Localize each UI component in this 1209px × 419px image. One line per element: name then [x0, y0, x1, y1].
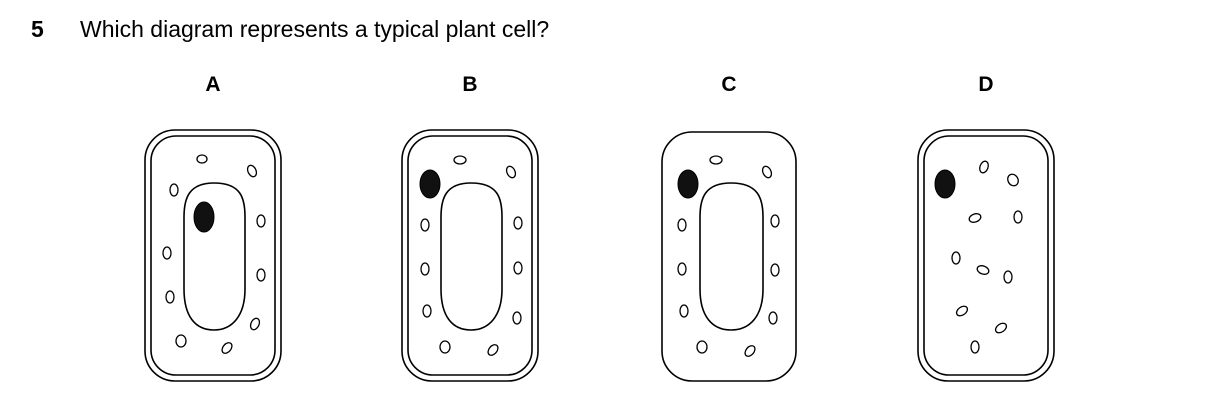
chloroplast: [420, 262, 430, 276]
chloroplast: [513, 261, 523, 275]
chloroplast: [162, 246, 172, 260]
chloroplast: [175, 334, 187, 348]
chloroplast: [512, 311, 522, 325]
question-text: Which diagram represents a typical plant…: [80, 16, 550, 42]
chloroplast: [169, 183, 179, 197]
chloroplast-group: [677, 155, 780, 357]
chloroplast: [513, 216, 523, 230]
chloroplast: [165, 290, 175, 304]
cell-wall-outline: [917, 129, 1055, 382]
chloroplast: [1007, 173, 1019, 187]
option-label-c: C: [721, 73, 737, 96]
chloroplast: [420, 218, 430, 232]
chloroplast: [221, 342, 233, 354]
chloroplast: [196, 154, 208, 164]
chloroplast: [768, 311, 778, 325]
chloroplast-group: [420, 155, 523, 356]
cell-membrane-outline: [661, 131, 797, 382]
vacuole: [440, 182, 503, 331]
cell-wall-outline: [401, 129, 539, 382]
chloroplast: [955, 305, 969, 317]
chloroplast: [453, 155, 467, 165]
cell-diagram-b: [401, 129, 539, 382]
cell-diagram-a: [144, 129, 282, 382]
chloroplast: [696, 340, 708, 354]
chloroplast: [422, 304, 432, 318]
chloroplast: [761, 165, 773, 179]
question-number: 5: [31, 16, 44, 42]
chloroplast: [679, 304, 689, 318]
chloroplast: [677, 262, 687, 276]
chloroplast: [994, 322, 1008, 334]
cell-membrane-outline: [150, 135, 276, 376]
nucleus: [419, 169, 441, 199]
chloroplast: [1003, 270, 1013, 284]
chloroplast: [770, 214, 780, 228]
chloroplast: [439, 340, 451, 354]
cell-wall-outline: [144, 129, 282, 382]
chloroplast: [744, 345, 756, 357]
chloroplast: [770, 263, 780, 277]
cell-diagram-d: [917, 129, 1055, 382]
chloroplast: [970, 340, 980, 354]
nucleus: [934, 169, 956, 199]
option-label-a: A: [205, 73, 221, 96]
vacuole: [699, 182, 764, 331]
chloroplast: [709, 155, 723, 165]
option-label-b: B: [462, 73, 478, 96]
chloroplast: [249, 317, 261, 331]
chloroplast: [1013, 210, 1023, 224]
nucleus: [193, 201, 215, 233]
chloroplast: [487, 344, 499, 356]
option-label-d: D: [978, 73, 994, 96]
cell-diagram-c: [661, 131, 797, 382]
chloroplast: [256, 214, 266, 228]
vacuole: [183, 182, 246, 331]
chloroplast: [677, 218, 687, 232]
chloroplast: [976, 265, 990, 275]
chloroplast: [246, 164, 258, 178]
chloroplast: [968, 213, 982, 223]
cell-membrane-outline: [923, 135, 1049, 376]
chloroplast: [951, 251, 961, 265]
chloroplast: [256, 268, 266, 282]
chloroplast-group: [951, 160, 1023, 354]
chloroplast: [979, 160, 989, 174]
chloroplast: [505, 165, 517, 179]
nucleus: [677, 169, 699, 199]
chloroplast-group: [162, 154, 266, 354]
cell-membrane-outline: [407, 135, 533, 376]
